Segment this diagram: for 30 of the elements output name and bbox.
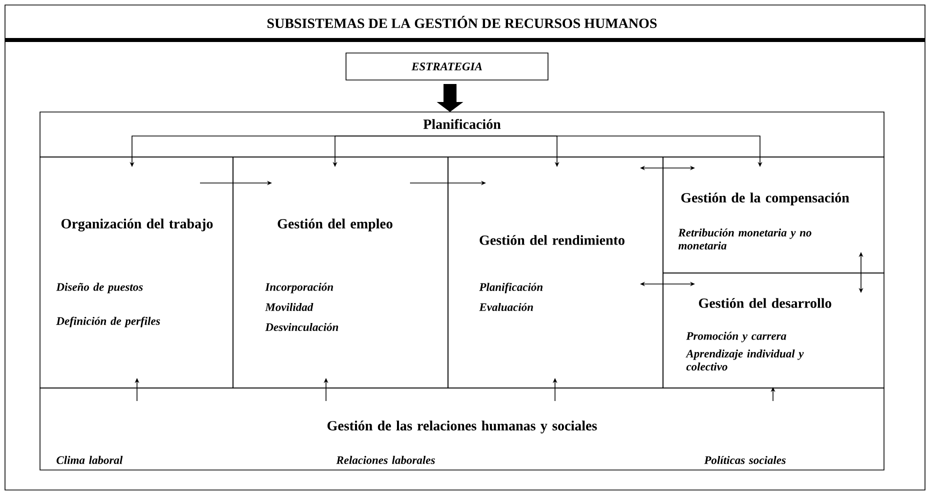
box-label: ESTRATEGIA xyxy=(411,62,482,70)
strategy-box xyxy=(346,52,548,80)
subsystem-box xyxy=(448,156,664,388)
item-text: Definición de perfiles xyxy=(56,316,160,328)
subsystem-box xyxy=(40,156,234,388)
box-heading: Gestión del desarrollo xyxy=(698,298,832,308)
box-heading: Gestión del empleo xyxy=(278,218,392,232)
title: SUBSISTEMAS DE LA GESTIÓN DE RECURSOS HUMANOS xyxy=(268,16,657,28)
item-text: Diseño de puestos xyxy=(56,282,143,294)
planning-band xyxy=(40,112,884,158)
subsystem-box xyxy=(232,156,448,388)
item-text: Relaciones laborales xyxy=(336,456,435,464)
subsystem-box xyxy=(662,156,884,274)
item-text: Políticas sociales xyxy=(704,456,786,464)
item-text: Desvinculación xyxy=(265,322,338,332)
item-text: Planificación xyxy=(479,282,543,294)
item-text: Evaluación xyxy=(479,302,533,312)
box-heading: Gestión de la compensación xyxy=(681,192,850,206)
band-heading: Planificación xyxy=(423,119,501,129)
box-heading: Organización del trabajo xyxy=(62,218,213,232)
item-text: Incorporación xyxy=(265,282,334,294)
box-heading: Gestión de las relaciones humanas y sociales xyxy=(328,420,597,434)
item-text: Aprendizaje individual y colectivo xyxy=(686,349,804,371)
item-text: Movilidad xyxy=(265,302,314,312)
item-text: Retribución monetaria y no monetaria xyxy=(678,228,812,250)
item-text: Clima laboral xyxy=(56,456,123,464)
subsystem-box xyxy=(662,272,884,388)
item-text: Promoción y carrera xyxy=(686,332,786,342)
box-heading: Gestión del rendimiento xyxy=(480,235,624,245)
subsystem-box xyxy=(40,388,884,470)
